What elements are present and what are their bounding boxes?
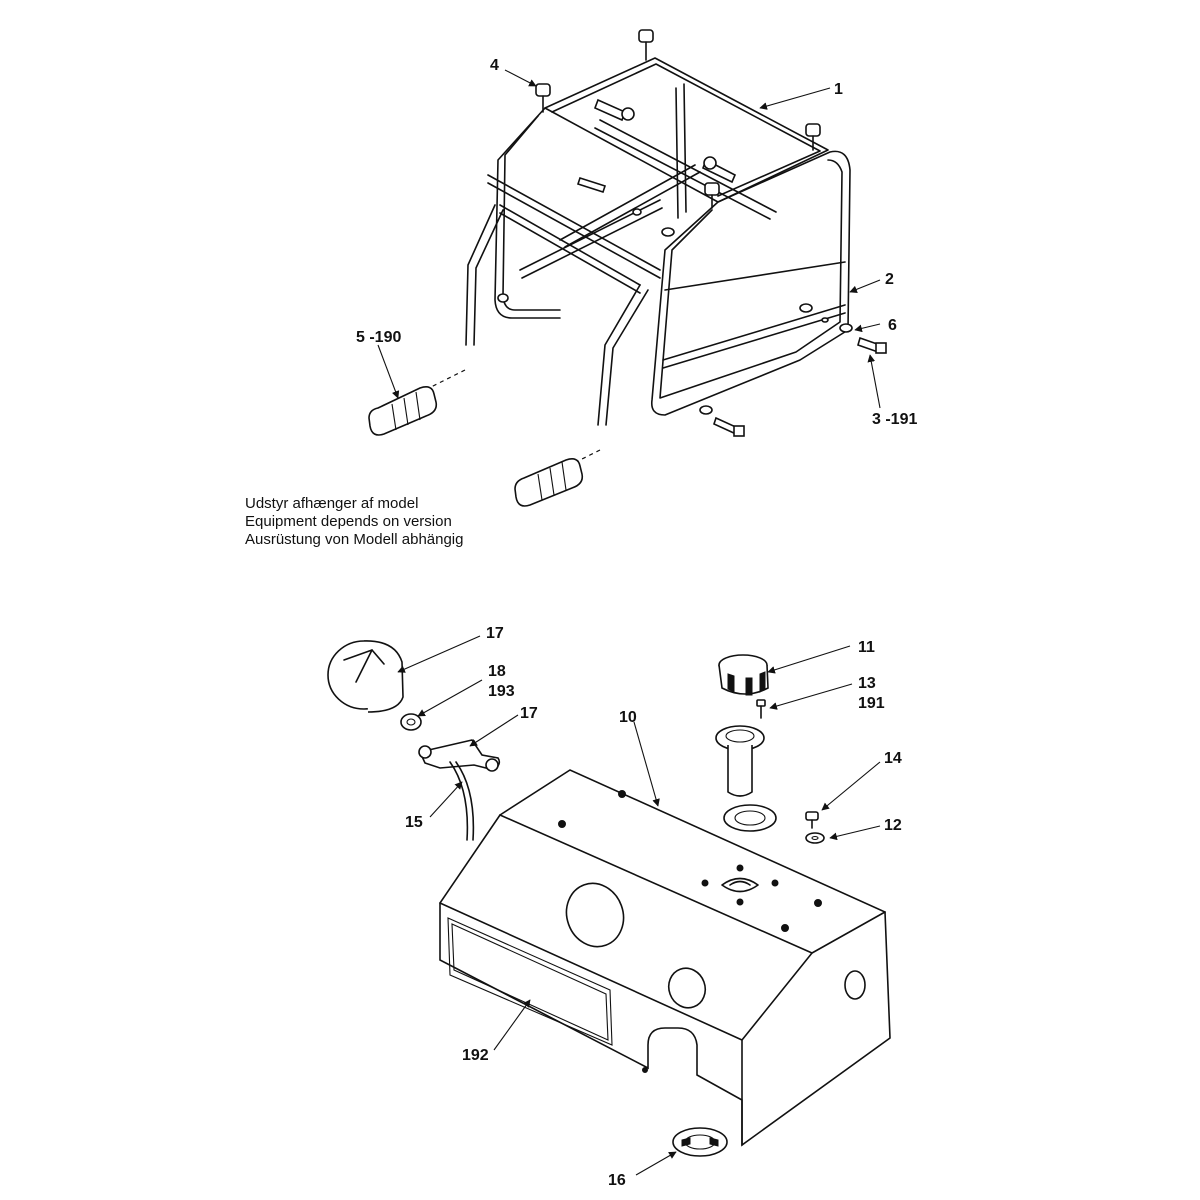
note-line-english: Equipment depends on version [245, 513, 452, 530]
label-part-15: 15 [405, 814, 423, 831]
frame-handles [424, 204, 649, 471]
frame-right-side [650, 150, 851, 416]
label-part-193: 193 [488, 683, 515, 700]
rubber-foot-knobs [535, 29, 821, 209]
frame-bolts-washers [497, 98, 887, 437]
note-line-german: Ausrüstung von Modell abhängig [245, 531, 463, 548]
label-part-16: 16 [608, 1172, 626, 1189]
label-part-17-bracket: 17 [520, 705, 538, 722]
label-part-10: 10 [619, 709, 637, 726]
label-part-2: 2 [885, 271, 894, 288]
label-part-12: 12 [884, 817, 902, 834]
fuel-gauge [327, 640, 404, 713]
label-part-4: 4 [490, 57, 499, 74]
tank-cap [718, 654, 769, 696]
label-part-6: 6 [888, 317, 897, 334]
tank-assembly: 17 18 193 17 15 10 11 13 191 14 12 192 1… [327, 625, 902, 1189]
frame-top-rails [544, 57, 829, 220]
version-note: Udstyr afhænger af model Equipment depen… [245, 495, 463, 548]
label-part-3-191: 3 -191 [872, 411, 917, 428]
label-part-1: 1 [834, 81, 843, 98]
label-part-191: 191 [858, 695, 885, 712]
bottom-flange [672, 1127, 728, 1157]
tank-leader-lines [397, 635, 881, 1176]
label-part-5-190: 5 -190 [356, 329, 401, 346]
grommet [400, 713, 422, 731]
tank-body [439, 769, 891, 1147]
small-hardware [756, 699, 825, 844]
note-line-danish: Udstyr afhænger af model [245, 495, 418, 512]
filler-neck [715, 725, 777, 832]
label-part-18: 18 [488, 663, 506, 680]
label-part-14: 14 [884, 750, 902, 767]
handle-grip-right [514, 458, 584, 507]
frame-cross-tubes [519, 164, 701, 279]
label-part-192: 192 [462, 1047, 489, 1064]
label-part-17-gauge: 17 [486, 625, 504, 642]
label-part-11: 11 [858, 639, 875, 656]
level-sender [418, 739, 501, 841]
frame-leader-lines [377, 69, 881, 409]
handle-grip-left [368, 386, 438, 436]
label-part-13: 13 [858, 675, 876, 692]
frame-assembly: 4 1 2 6 5 -190 3 -191 [356, 29, 917, 507]
